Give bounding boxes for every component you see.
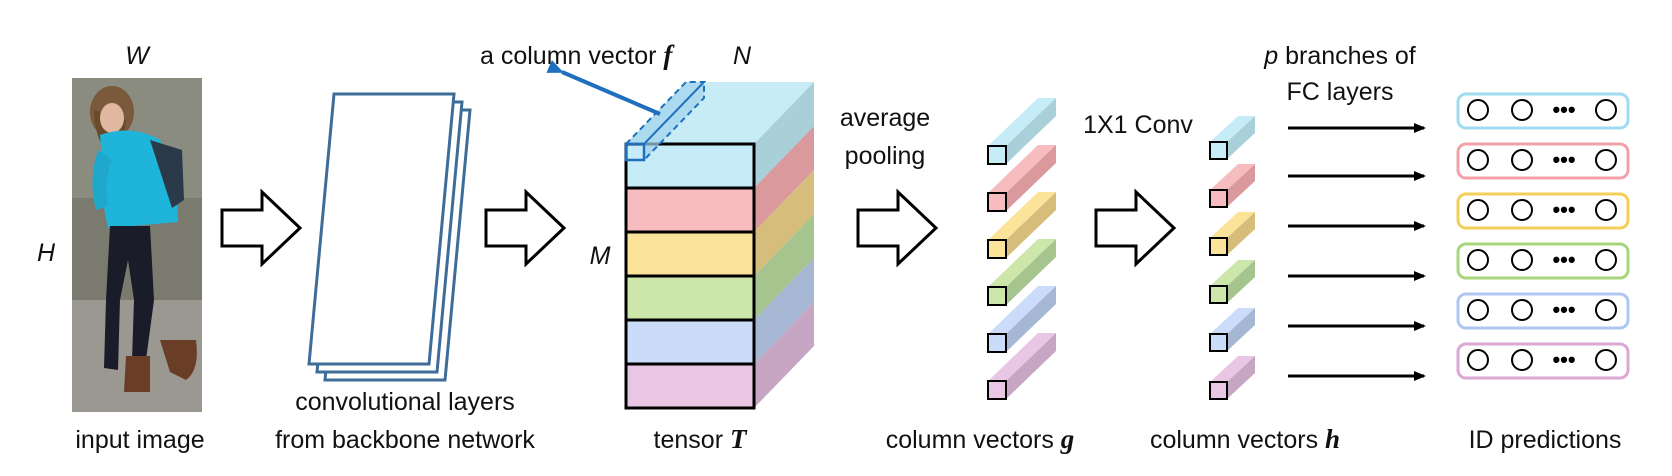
fc-branch-arrows xyxy=(1288,123,1426,381)
tensor-side-stripe xyxy=(754,302,814,408)
tensor-part xyxy=(624,186,756,234)
branches-label-line1: p branches of xyxy=(1263,42,1416,70)
tensor-part xyxy=(624,274,756,322)
tensor-side-stripe xyxy=(754,126,814,232)
column-vector-h xyxy=(1209,356,1255,400)
neuron-node xyxy=(1595,299,1617,321)
neuron-node xyxy=(1511,199,1533,221)
id-prediction-box: ••• xyxy=(1456,242,1630,280)
dim-n-label: N xyxy=(733,42,752,70)
tensor-side-stripe xyxy=(754,82,814,188)
tensor-side-stripe xyxy=(754,214,814,320)
tensor-part xyxy=(624,362,756,410)
neuron-node xyxy=(1511,99,1533,121)
neuron-node xyxy=(1595,199,1617,221)
neuron-node xyxy=(1467,249,1489,271)
column-vector-g xyxy=(987,286,1056,353)
ellipsis-dots: ••• xyxy=(1552,347,1575,372)
column-vector-h xyxy=(1209,260,1255,304)
neuron-node xyxy=(1595,149,1617,171)
ellipsis-dots: ••• xyxy=(1552,97,1575,122)
tensor-label: tensor T xyxy=(654,424,748,454)
ellipsis-dots: ••• xyxy=(1552,197,1575,222)
neuron-node xyxy=(1467,299,1489,321)
neuron-node xyxy=(1511,249,1533,271)
column-vector-pointer-arrow xyxy=(546,60,661,116)
input-image-label: input image xyxy=(75,426,204,454)
column-vector-g xyxy=(987,98,1056,165)
id-prediction-box: ••• xyxy=(1456,142,1630,180)
conv-label-line2: from backbone network xyxy=(275,426,535,454)
avg-pool-label-line2: pooling xyxy=(845,142,926,170)
neuron-node xyxy=(1467,199,1489,221)
tensor-part xyxy=(624,318,756,366)
neuron-node xyxy=(1511,349,1533,371)
ellipsis-dots: ••• xyxy=(1552,247,1575,272)
column-vector-g xyxy=(987,192,1056,259)
conv1x1-label: 1X1 Conv xyxy=(1083,111,1193,139)
column-vector-h xyxy=(1209,116,1255,160)
id-prediction-box: ••• xyxy=(1456,92,1630,130)
id-prediction-box: ••• xyxy=(1456,192,1630,230)
neuron-node xyxy=(1511,299,1533,321)
hollow-arrow-3 xyxy=(856,188,939,268)
ellipsis-dots: ••• xyxy=(1552,147,1575,172)
neuron-node xyxy=(1467,349,1489,371)
column-vectors-h xyxy=(1209,116,1255,400)
ellipsis-dots: ••• xyxy=(1552,297,1575,322)
tensor-part xyxy=(624,230,756,278)
tensor-side-stripe xyxy=(754,258,814,364)
column-vector-label: a column vector f xyxy=(480,40,675,70)
neuron-node xyxy=(1595,249,1617,271)
input-image xyxy=(72,78,202,412)
column-vectors-g xyxy=(987,98,1056,400)
column-vectors-g-label: column vectors g xyxy=(886,424,1075,454)
dim-w-label: W xyxy=(125,42,151,70)
id-predictions-label: ID predictions xyxy=(1469,426,1622,454)
column-vector-h xyxy=(1209,212,1255,256)
tensor-part xyxy=(624,142,756,190)
neuron-node xyxy=(1511,149,1533,171)
neuron-node xyxy=(1467,99,1489,121)
neuron-node xyxy=(1467,149,1489,171)
dim-m-label: M xyxy=(590,242,611,270)
column-vector-f-front xyxy=(624,142,646,162)
neuron-node xyxy=(1595,349,1617,371)
avg-pool-label-line1: average xyxy=(840,104,930,132)
dim-h-label: H xyxy=(37,239,56,267)
hollow-arrow-1 xyxy=(220,188,303,268)
tensor-t xyxy=(623,79,814,410)
column-vector-h xyxy=(1209,308,1255,352)
id-prediction-box: ••• xyxy=(1456,342,1630,380)
id-predictions: ••• ••• ••• ••• ••• ••• xyxy=(1456,92,1630,380)
hollow-arrow-2 xyxy=(484,188,567,268)
column-vector-g xyxy=(987,333,1056,400)
tensor-side-stripe xyxy=(754,170,814,276)
neuron-node xyxy=(1595,99,1617,121)
hollow-arrow-4 xyxy=(1094,188,1177,268)
column-vector-g xyxy=(987,239,1056,306)
branches-label-line2: FC layers xyxy=(1287,78,1394,106)
column-vector-g xyxy=(987,145,1056,212)
column-vector-h xyxy=(1209,164,1255,208)
column-vectors-h-label: column vectors h xyxy=(1150,424,1340,454)
id-prediction-box: ••• xyxy=(1456,292,1630,330)
conv-layers-stack xyxy=(307,92,472,382)
conv-label-line1: convolutional layers xyxy=(295,388,515,416)
